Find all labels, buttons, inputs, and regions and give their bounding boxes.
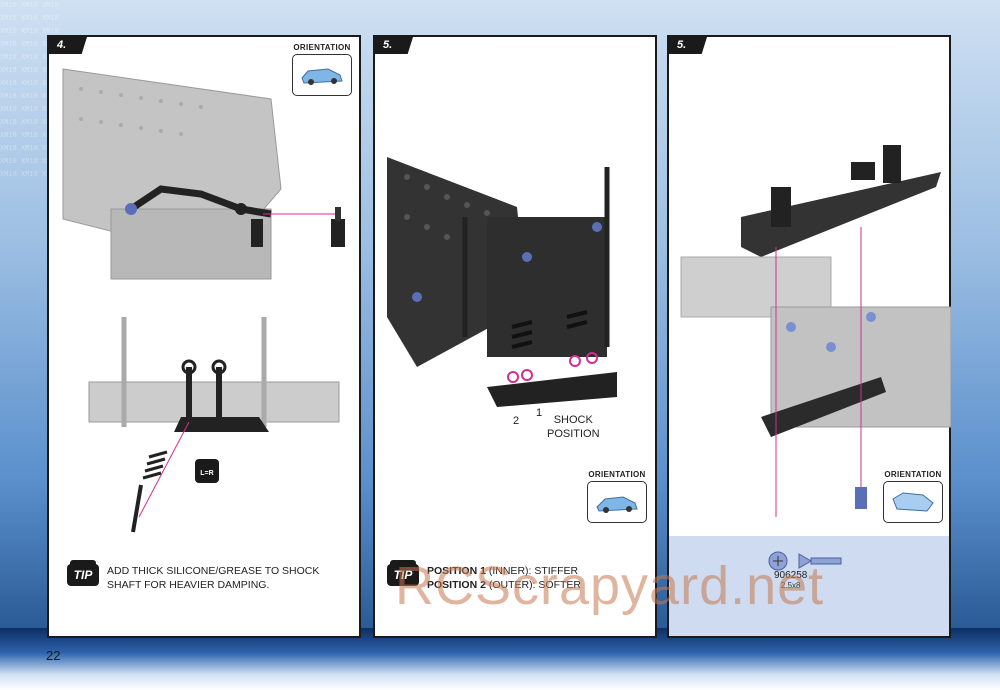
step-5-panel-shock-position: 5. 1 2 2 1 SHOCK POSITION ORIENTATION TI… (373, 35, 657, 638)
orientation-box: ORIENTATION (292, 43, 352, 96)
tip-line-1: ADD THICK SILICONE/GREASE TO SHOCK (107, 565, 320, 577)
bottom-band (0, 628, 1000, 690)
chassis-shock-illustration (387, 157, 617, 407)
step-number: 5. (669, 37, 707, 54)
step-number: 4. (49, 37, 87, 54)
tip-note: TIP POSITION 1 (INNER): STIFFER POSITION… (387, 560, 581, 592)
car-orientation-icon (883, 481, 943, 523)
position-2-label: POSITION 2 (427, 579, 486, 591)
watermark: RCScrapyard.net (395, 556, 825, 616)
shock-label-line-2: POSITION (547, 428, 600, 440)
orientation-label: ORIENTATION (884, 470, 942, 479)
step-number: 5. (375, 37, 413, 54)
car-orientation-icon (587, 481, 647, 523)
chassis-illustration-top (62, 68, 345, 280)
position-number-1: 1 (588, 383, 595, 395)
tip-text: POSITION 1 (INNER): STIFFER POSITION 2 (… (427, 564, 581, 592)
position-number-1: 1 (536, 407, 543, 419)
orientation-label: ORIENTATION (293, 43, 351, 52)
part-number: 906258 (774, 570, 808, 581)
shock-illustration (88, 317, 340, 533)
step-4-panel: 4. ORIENTATION L=R (47, 35, 361, 638)
screw-bolt-icon (767, 550, 847, 572)
car-orientation-icon (292, 54, 352, 96)
shock-position-label: SHOCK POSITION (547, 413, 600, 441)
step-5-panel-body-mount: 5. ORIENTATION 906258 2.5x8 (667, 35, 951, 638)
position-2-text: (OUTER): SOFTER (485, 579, 582, 591)
tip-note: TIP ADD THICK SILICONE/GREASE TO SHOCK S… (67, 560, 319, 592)
shock-label-line-1: SHOCK (553, 414, 593, 426)
background-texture: XM18 XM18 XM18 XM18 XM18 XM18 XM18 XM18 … (0, 2, 59, 179)
position-number-2: 2 (513, 415, 520, 427)
body-mount-illustration (680, 145, 951, 517)
left-equals-right-icon: L=R (195, 459, 219, 483)
screw-part-label: 906258 2.5x8 (774, 570, 807, 590)
orientation-box: ORIENTATION (587, 470, 647, 523)
part-size: 2.5x8 (780, 581, 801, 590)
tip-line-2: SHAFT FOR HEAVIER DAMPING. (107, 579, 270, 591)
parts-zone: 906258 2.5x8 (669, 536, 949, 636)
tip-icon: TIP (387, 560, 419, 586)
orientation-label: ORIENTATION (588, 470, 646, 479)
position-number-2: 2 (606, 375, 613, 387)
orientation-box: ORIENTATION (883, 470, 943, 523)
page-number: 22 (46, 648, 61, 663)
tip-text: ADD THICK SILICONE/GREASE TO SHOCK SHAFT… (107, 564, 319, 592)
position-1-label: POSITION 1 (427, 565, 486, 577)
tip-icon: TIP (67, 560, 99, 586)
position-1-text: (INNER): STIFFER (485, 565, 579, 577)
